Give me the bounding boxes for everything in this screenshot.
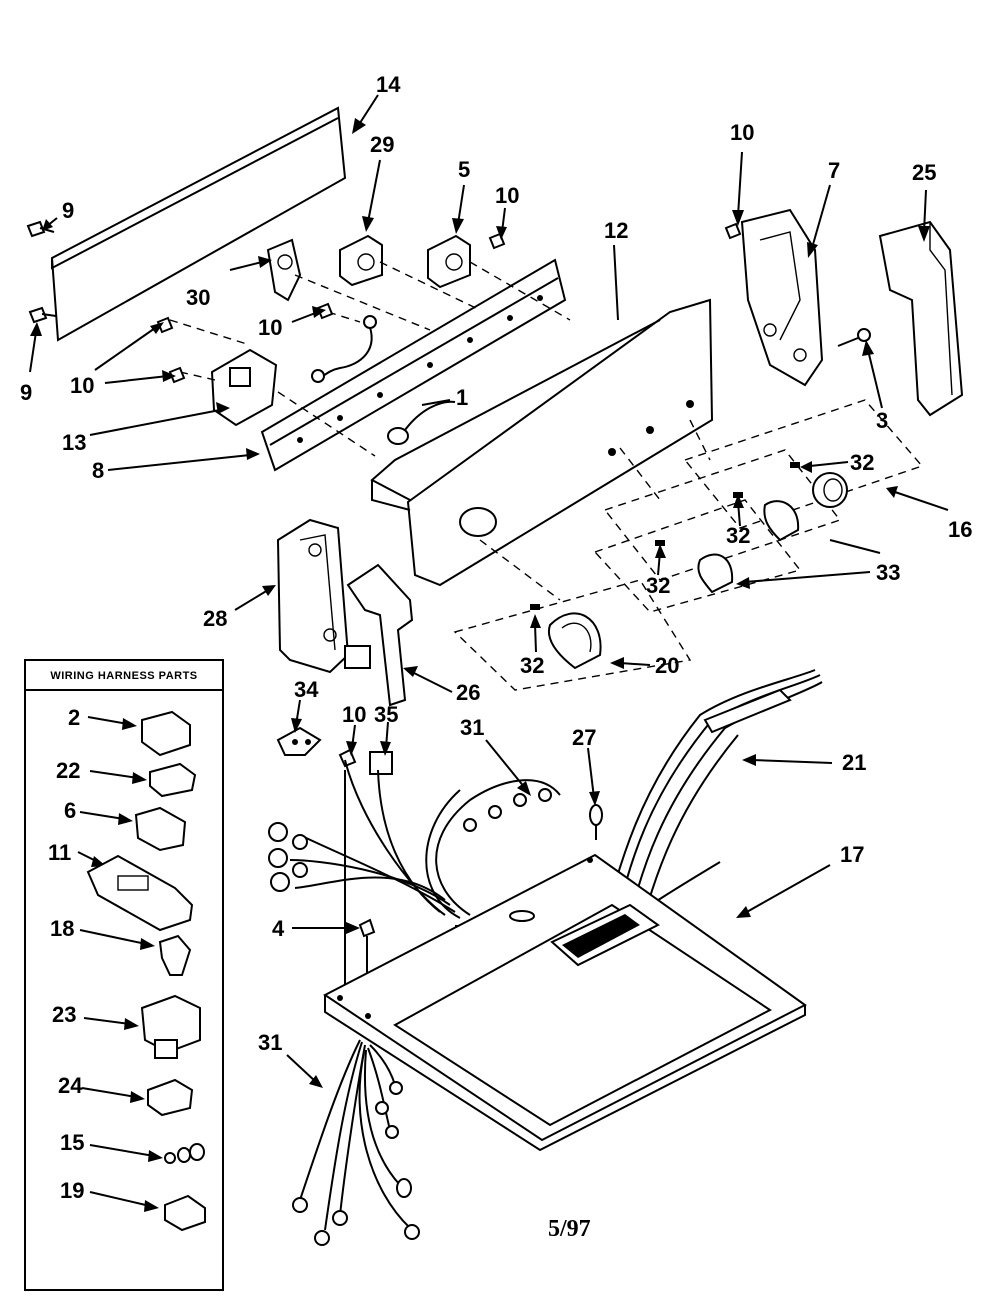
callout-1: 1 (456, 385, 468, 410)
timer-part (210, 348, 278, 427)
terminal-block-part-34 (276, 726, 322, 756)
callout-15: 15 (60, 1130, 84, 1155)
control-console-part (370, 298, 714, 587)
callout-20: 20 (655, 653, 679, 678)
switch-part-5 (427, 234, 471, 289)
callout-6: 6 (64, 798, 76, 823)
screw-part (26, 220, 57, 324)
callout-21: 21 (842, 750, 866, 775)
callout-labels: 14 29 5 10 10 7 25 12 9 30 10 9 10 1 3 1… (20, 72, 972, 1242)
callout-arrows (29, 94, 949, 1212)
wiring-box-title: WIRING HARNESS PARTS (50, 670, 197, 682)
switch-part-30 (266, 238, 302, 302)
bracket-part-7 (740, 208, 824, 387)
knob-guide-boxes (453, 399, 924, 691)
callout-32: 32 (726, 523, 750, 548)
callout-33: 33 (876, 560, 900, 585)
callout-31: 31 (258, 1030, 282, 1055)
callout-29: 29 (370, 132, 394, 157)
callout-8: 8 (92, 458, 104, 483)
callout-18: 18 (50, 916, 74, 941)
wire-harness-part-31-lower (292, 1039, 420, 1246)
callout-27: 27 (572, 725, 596, 750)
screw-part (156, 232, 506, 384)
end-cap-part-25 (878, 220, 964, 417)
callout-24: 24 (58, 1073, 83, 1098)
date-code: 5/97 (548, 1216, 591, 1242)
callout-32: 32 (520, 653, 544, 678)
callout-26: 26 (456, 680, 480, 705)
assembly-guide-lines (169, 261, 571, 457)
end-cap-part-26 (346, 563, 414, 707)
screw-part (724, 222, 871, 347)
callout-31: 31 (460, 715, 484, 740)
top-panel-part-17 (323, 853, 807, 1152)
callout-10: 10 (258, 315, 282, 340)
callout-35: 35 (374, 702, 398, 727)
callout-9: 9 (20, 380, 32, 405)
callout-10: 10 (342, 702, 366, 727)
callout-13: 13 (62, 430, 86, 455)
callout-22: 22 (56, 758, 80, 783)
callout-10: 10 (495, 183, 519, 208)
callout-32: 32 (850, 450, 874, 475)
wiring-harness-parts-box: WIRING HARNESS PARTS (24, 659, 224, 1291)
callout-7: 7 (828, 158, 840, 183)
screw-part-27 (589, 804, 603, 840)
callout-30: 30 (186, 285, 210, 310)
callout-11: 11 (48, 840, 71, 865)
callout-17: 17 (840, 842, 864, 867)
callout-4: 4 (272, 916, 285, 941)
callout-34: 34 (294, 677, 319, 702)
callout-5: 5 (458, 157, 470, 182)
lamp-part (387, 400, 456, 445)
callout-25: 25 (912, 160, 936, 185)
callout-9: 9 (62, 198, 74, 223)
callout-2: 2 (68, 705, 80, 730)
control-bracket-part (260, 258, 567, 472)
module-part-28 (276, 518, 371, 674)
callout-10: 10 (730, 120, 754, 145)
lamp-wire-part (311, 315, 377, 383)
callout-12: 12 (604, 218, 628, 243)
callout-3: 3 (876, 408, 888, 433)
callout-23: 23 (52, 1002, 76, 1027)
callout-19: 19 (60, 1178, 84, 1203)
callout-14: 14 (376, 72, 401, 97)
callout-10: 10 (70, 373, 94, 398)
knob-part (547, 472, 848, 670)
callout-32: 32 (646, 573, 670, 598)
switch-part-29 (339, 234, 383, 287)
callout-16: 16 (948, 517, 972, 542)
rear-panel-part (50, 106, 347, 342)
callout-28: 28 (203, 606, 227, 631)
